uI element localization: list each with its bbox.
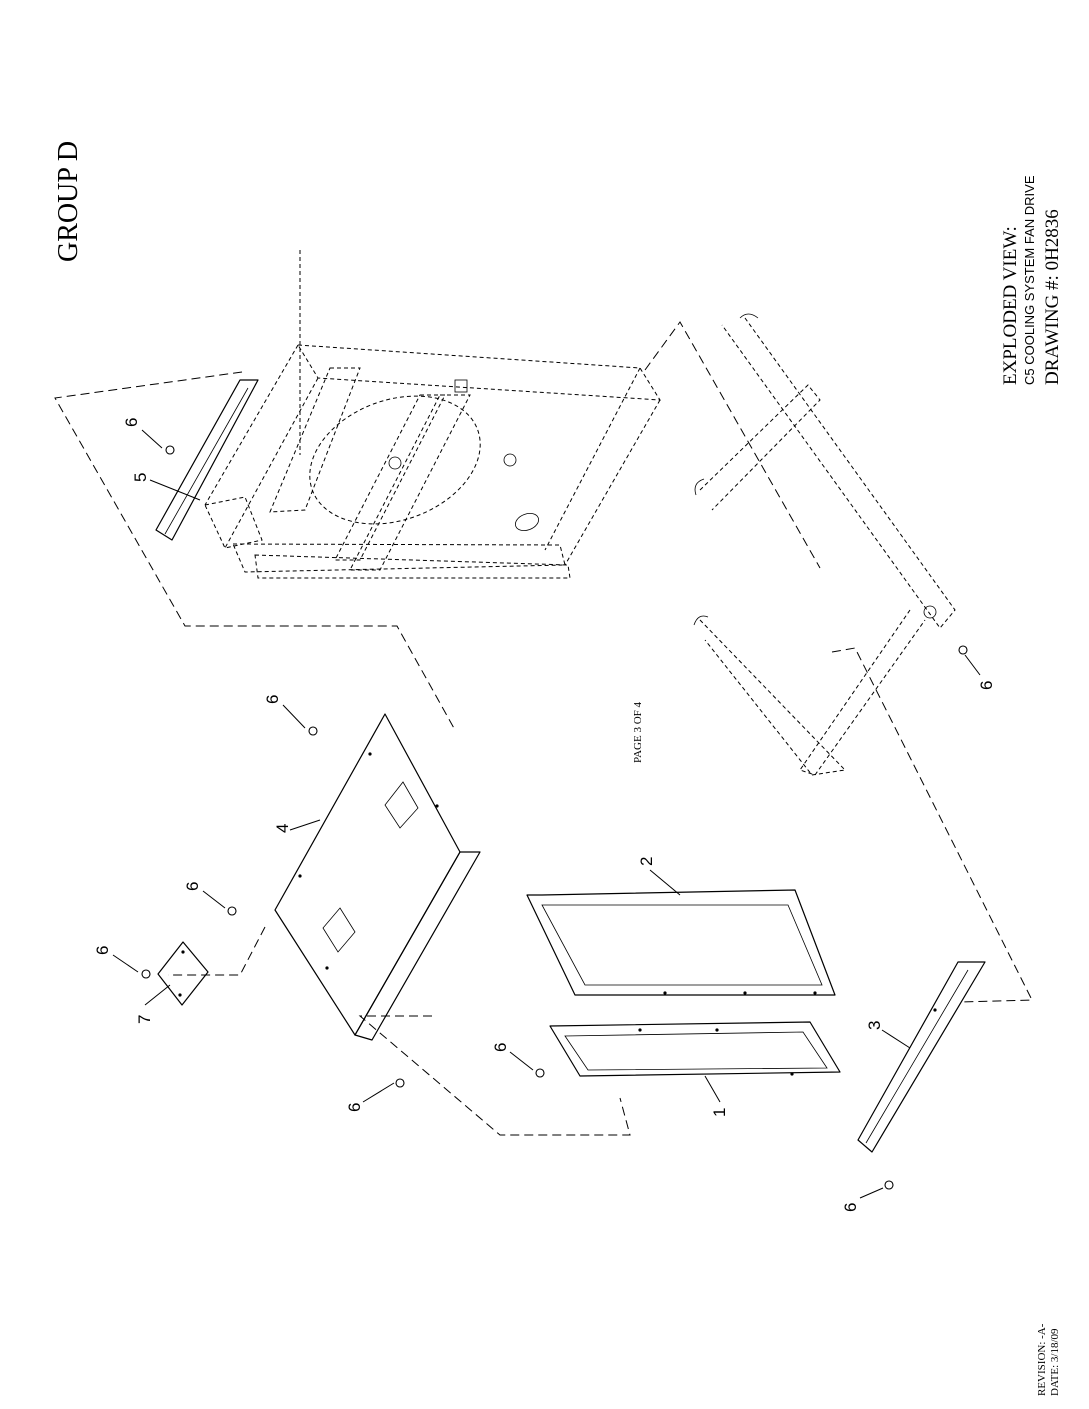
title-block: EXPLODED VIEW: C5 COOLING SYSTEM FAN DRI… bbox=[1000, 175, 1063, 385]
part-1-frame bbox=[550, 1022, 840, 1076]
callout-6-c: 6 bbox=[183, 882, 202, 891]
callout-6-g: 6 bbox=[841, 1203, 860, 1212]
callout-3: 3 bbox=[865, 1021, 884, 1030]
bolt-6-d bbox=[142, 970, 150, 978]
title-text: EXPLODED VIEW: bbox=[1000, 226, 1021, 385]
revision-block: REVISION: -A- DATE: 3/18/09 bbox=[1036, 1323, 1061, 1396]
callout-labels: 6 5 6 4 6 6 7 2 6 6 1 3 6 6 bbox=[93, 418, 996, 1212]
subtitle-text: C5 COOLING SYSTEM FAN DRIVE bbox=[1022, 175, 1037, 385]
bolt-6-b bbox=[309, 727, 317, 735]
upper-frame-assembly bbox=[205, 345, 660, 578]
callout-2: 2 bbox=[637, 857, 656, 866]
bolt-6-e bbox=[536, 1069, 544, 1077]
callout-5: 5 bbox=[131, 473, 150, 482]
part-7-cover-plate bbox=[158, 942, 208, 1005]
part-3-angle-rail bbox=[858, 962, 985, 1152]
revision-text: REVISION: -A- bbox=[1036, 1323, 1048, 1396]
bolt-6-c bbox=[228, 907, 236, 915]
bolt-6-f bbox=[396, 1079, 404, 1087]
callout-4: 4 bbox=[273, 824, 292, 833]
callout-6-e: 6 bbox=[491, 1043, 510, 1052]
drawing-number-text: DRAWING #: 0H2836 bbox=[1042, 209, 1063, 385]
date-text: DATE: 3/18/09 bbox=[1049, 1328, 1061, 1396]
callout-7: 7 bbox=[135, 1015, 154, 1024]
part-4-top-panel bbox=[275, 714, 480, 1040]
group-label: GROUP D bbox=[53, 141, 84, 262]
callout-leaders bbox=[113, 430, 980, 1198]
page-label: PAGE 3 OF 4 bbox=[632, 701, 644, 763]
bolt-6-h bbox=[959, 646, 967, 654]
callout-1: 1 bbox=[710, 1108, 729, 1117]
skid-rails bbox=[694, 314, 955, 775]
callout-6-h: 6 bbox=[977, 681, 996, 690]
callout-6-a: 6 bbox=[122, 418, 141, 427]
bolt-6-a bbox=[166, 446, 174, 454]
callout-6-f: 6 bbox=[345, 1103, 364, 1112]
bolts bbox=[142, 446, 967, 1189]
callout-6-d: 6 bbox=[93, 946, 112, 955]
part-2-frame bbox=[527, 890, 835, 995]
assembly-guide-lines bbox=[55, 250, 1032, 1135]
bolt-6-g bbox=[885, 1181, 893, 1189]
callout-6-b: 6 bbox=[263, 695, 282, 704]
